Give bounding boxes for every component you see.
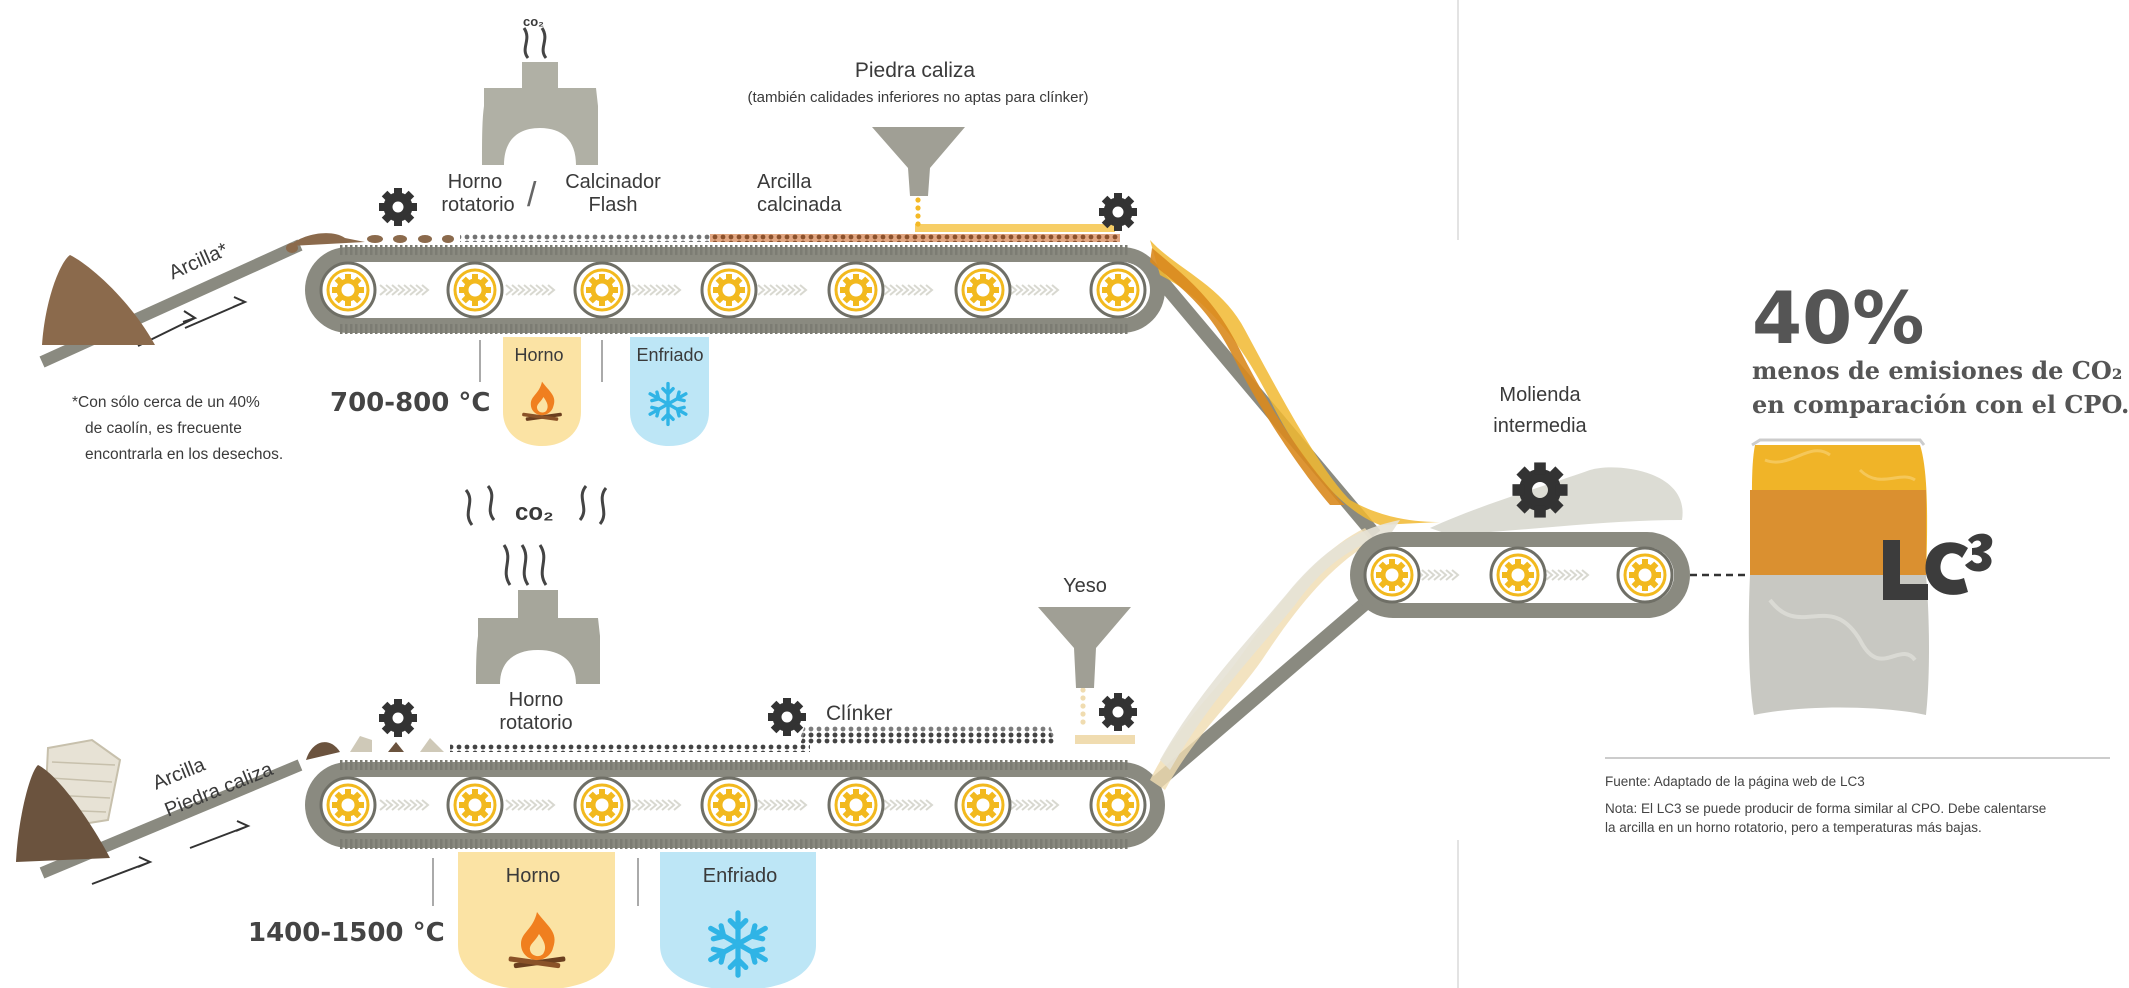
roller-icon — [1365, 548, 1419, 602]
clinker-stream — [1150, 520, 1400, 790]
bottom-co2-label: co₂ — [515, 499, 554, 526]
top-temperature: 700-800 °C — [330, 388, 491, 418]
roller-icon — [321, 263, 375, 317]
roller-icon — [956, 778, 1010, 832]
roller-icon — [575, 778, 629, 832]
bottom-clay-pile — [16, 765, 110, 862]
lc3-cement-bag — [1748, 438, 1929, 715]
bottom-arrow-2 — [189, 820, 251, 849]
top-kiln-label-2: rotatorio — [441, 194, 515, 216]
top-arrow-2 — [184, 296, 248, 329]
roller-icon — [702, 263, 756, 317]
roller-icon — [1491, 548, 1545, 602]
bottom-belt-material — [306, 687, 1135, 760]
top-co2-label: co₂ — [523, 14, 544, 29]
top-belt-material — [286, 197, 1120, 253]
reduction-line-2: en comparación con el CPO. — [1752, 390, 2129, 419]
lc3-logo — [1883, 533, 1993, 600]
roller-icon — [1091, 778, 1145, 832]
roller-icon — [448, 263, 502, 317]
gear-icon — [379, 699, 417, 737]
top-calciner-label-1: Calcinador — [565, 171, 661, 193]
gear-icon — [1099, 193, 1137, 231]
bottom-smoke-icon — [464, 485, 608, 586]
bottom-belt-ticks-upper — [340, 760, 1130, 770]
roller-icon — [956, 263, 1010, 317]
bottom-arrow-1 — [91, 856, 153, 885]
roller-icon — [448, 778, 502, 832]
grinding-label-1: Molienda — [1499, 384, 1581, 406]
bottom-kiln-label-1: Horno — [508, 689, 564, 711]
reduction-percent: 40% — [1752, 276, 1925, 360]
top-cooling-label: Enfriado — [636, 345, 704, 365]
footnote-line-3: encontrarla en los desechos. — [85, 446, 284, 463]
roller-icon — [702, 778, 756, 832]
source-note: Fuente: Adaptado de la página web de LC3 — [1605, 774, 1865, 789]
top-calcined-clay-label-2: calcinada — [757, 194, 842, 216]
top-belt-ticks-lower — [340, 324, 1130, 334]
top-oven-label: Horno — [514, 345, 564, 365]
bottom-exhaust-hood — [476, 590, 600, 684]
note-line-2: la arcilla en un horno rotatorio, pero a… — [1605, 820, 1982, 835]
footnote-line-1: *Con sólo cerca de un 40% — [72, 394, 260, 411]
roller-icon — [575, 263, 629, 317]
roller-icon — [321, 778, 375, 832]
bottom-temperature: 1400-1500 °C — [248, 918, 445, 948]
top-slash: / — [527, 176, 537, 214]
top-calciner-label-2: Flash — [588, 194, 638, 216]
limestone-texture — [49, 761, 116, 813]
gear-icon — [1099, 693, 1137, 731]
reduction-line-1: menos de emisiones de CO₂ — [1752, 356, 2123, 385]
roller-icon — [1618, 548, 1672, 602]
grinding-label-2: intermedia — [1493, 415, 1587, 437]
gear-icon — [768, 698, 806, 736]
clinker-label: Clínker — [826, 702, 893, 725]
bottom-belt-ticks-lower — [340, 839, 1130, 849]
footnote-line-2: de caolín, es frecuente — [85, 420, 242, 437]
top-limestone-label: Piedra caliza — [854, 59, 976, 82]
top-kiln-label-1: Horno — [447, 171, 503, 193]
gear-icon — [379, 188, 417, 226]
bottom-kiln-label-2: rotatorio — [499, 712, 573, 734]
top-belt-ticks-upper — [340, 245, 1130, 255]
top-limestone-hopper — [872, 127, 965, 196]
calcined-clay-stream — [1150, 240, 1440, 525]
roller-icon — [829, 263, 883, 317]
top-clay-pile — [42, 255, 155, 345]
top-limestone-note: (también calidades inferiores no aptas p… — [747, 89, 1089, 106]
bottom-cooling-label: Enfriado — [702, 865, 778, 887]
bottom-gypsum-hopper — [1038, 607, 1131, 688]
roller-icon — [1091, 263, 1145, 317]
roller-icon — [829, 778, 883, 832]
top-exhaust-hood — [482, 62, 598, 165]
top-smoke-icon — [522, 27, 548, 59]
top-calcined-clay-label-1: Arcilla — [757, 171, 812, 193]
bottom-oven-label: Horno — [505, 865, 561, 887]
gypsum-label: Yeso — [1063, 575, 1107, 597]
bottom-to-mill-belt — [1143, 589, 1380, 796]
note-line-1: Nota: El LC3 se puede producir de forma … — [1605, 801, 2047, 816]
